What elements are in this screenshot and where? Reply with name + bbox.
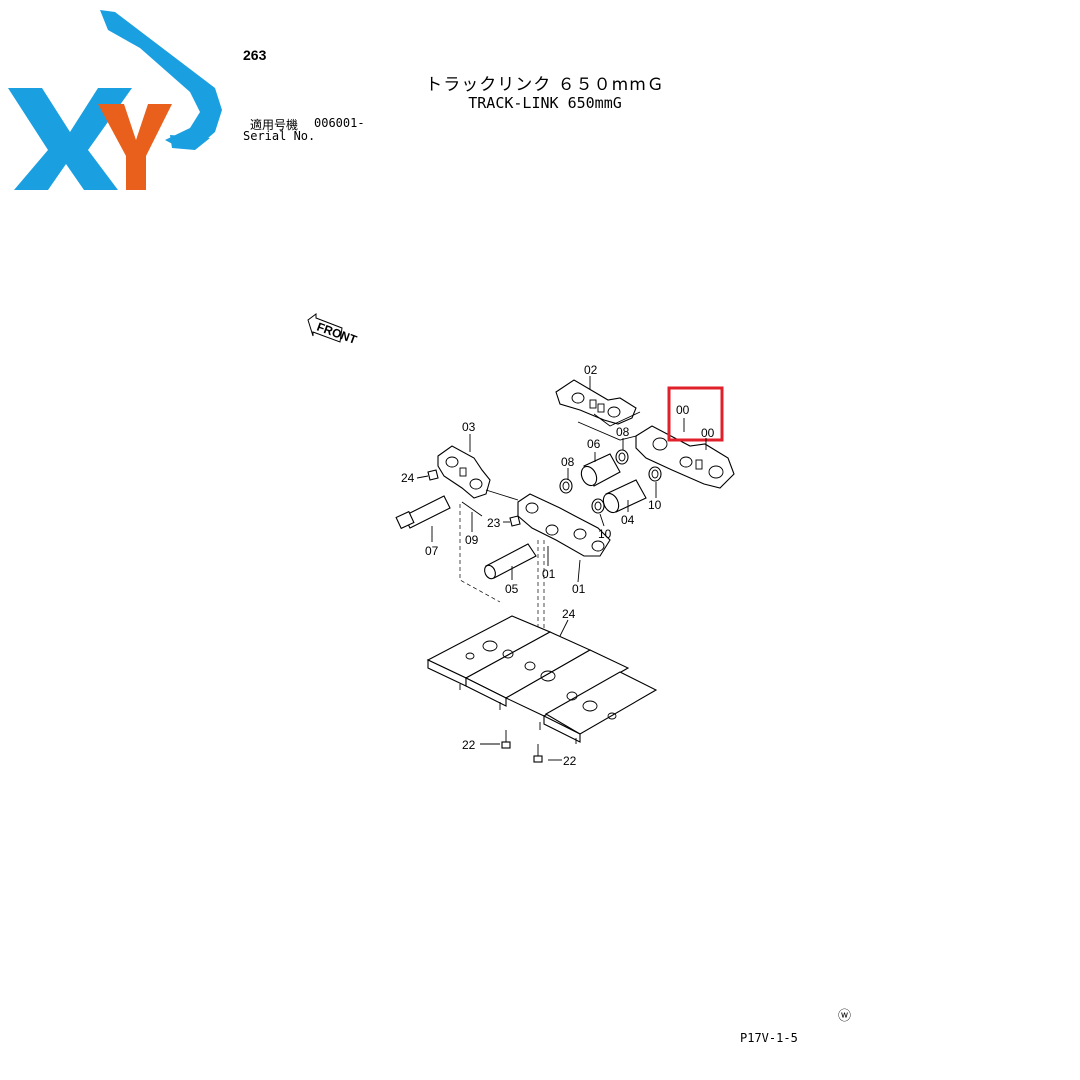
- logo-letter-y: [98, 104, 172, 190]
- callout-03: 03: [462, 420, 476, 434]
- serial-number-value: 006001-: [314, 116, 365, 130]
- seal-08-right: [615, 449, 629, 465]
- pin-09: [461, 501, 483, 517]
- nut-24: [427, 469, 439, 481]
- callout-24-lower: 24: [562, 607, 576, 621]
- pin-07: [395, 495, 451, 530]
- page-code: P17V-1-5: [740, 1031, 798, 1045]
- brand-logo: [8, 10, 222, 190]
- highlight-box: [667, 386, 724, 442]
- nut-23: [509, 515, 521, 527]
- callout-04: 04: [621, 513, 635, 527]
- track-link-03: [437, 445, 491, 499]
- serial-label-english: Serial No.: [243, 129, 316, 143]
- track-link-01: [517, 493, 611, 557]
- callout-22-left: 22: [462, 738, 476, 752]
- seal-08-left: [559, 478, 573, 494]
- callout-22-right: 22: [563, 754, 577, 768]
- callout-08-right: 08: [616, 425, 630, 439]
- logo-letter-x: [8, 88, 132, 190]
- track-link-00: [635, 425, 735, 489]
- front-arrow-icon: FRONT: [307, 313, 359, 348]
- callout-10-right: 10: [648, 498, 662, 512]
- bolt-22-right: [533, 744, 543, 763]
- track-shoes: [426, 615, 658, 744]
- page-title-japanese: トラックリンク ６５０mmＧ: [425, 75, 665, 95]
- callout-10-left: 10: [598, 527, 612, 541]
- excavator-arm-icon: [100, 10, 222, 150]
- track-link-02: [555, 379, 637, 425]
- serial-label-japanese: 適用号機: [250, 118, 299, 132]
- callout-24-upper: 24: [401, 471, 415, 485]
- callout-02: 02: [584, 363, 598, 377]
- callout-06: 06: [587, 437, 601, 451]
- callout-01-left: 01: [542, 567, 556, 581]
- callout-23: 23: [487, 516, 501, 530]
- callout-07: 07: [425, 544, 439, 558]
- spacer-10-left: [591, 498, 605, 514]
- page-number: 263: [243, 47, 267, 63]
- callout-08-left: 08: [561, 455, 575, 469]
- callout-01-right: 01: [572, 582, 586, 596]
- front-label: FRONT: [315, 320, 359, 348]
- pin-05: [484, 543, 537, 580]
- bushing-04: [602, 479, 647, 514]
- callout-00-upper: 00: [676, 403, 690, 417]
- page-title-english: TRACK-LINK 650mmG: [468, 94, 622, 112]
- bushing-06: [580, 453, 621, 487]
- spacer-10-right: [648, 466, 662, 482]
- callout-00-lower: 00: [701, 426, 715, 440]
- bolt-22-left: [501, 730, 511, 749]
- copyright-mark: ⓦ: [838, 1009, 852, 1024]
- callout-05: 05: [505, 582, 519, 596]
- callout-09: 09: [465, 533, 479, 547]
